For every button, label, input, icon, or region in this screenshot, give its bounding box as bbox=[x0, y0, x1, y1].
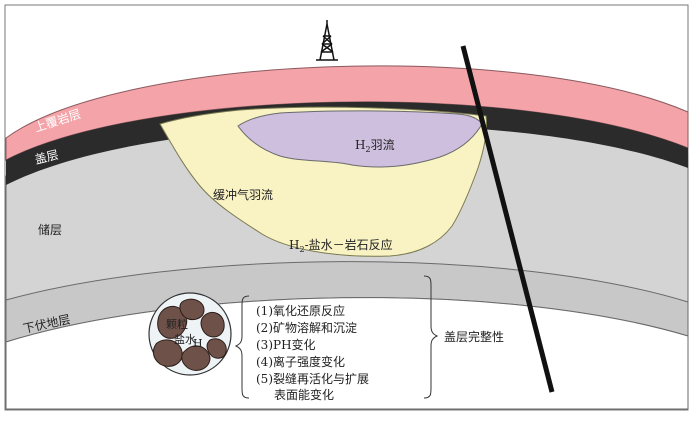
process-3: (3)PH变化 bbox=[256, 337, 316, 352]
result-label: 盖层完整性 bbox=[444, 329, 504, 344]
caprock-label: 盖层 bbox=[33, 148, 60, 167]
pore-inset: 颗粒 盐水 H bbox=[148, 292, 232, 376]
grain-3 bbox=[200, 312, 225, 338]
h2-plume bbox=[237, 110, 483, 168]
grain-6 bbox=[206, 338, 227, 359]
grain-2 bbox=[179, 298, 205, 321]
h2-inset-label: H bbox=[193, 337, 203, 350]
grain-5 bbox=[181, 345, 211, 371]
right-bracket bbox=[423, 275, 439, 399]
process-5-continuation: 表面能变化 bbox=[274, 387, 334, 402]
process-5: (5)裂缝再活化与扩展 bbox=[256, 371, 369, 386]
h2-plume-label: H2羽流 bbox=[355, 138, 395, 154]
reservoir-label: 储层 bbox=[38, 222, 62, 237]
process-1: (1)氧化还原反应 bbox=[256, 303, 345, 318]
grain-1 bbox=[157, 305, 188, 339]
fault-line bbox=[460, 45, 555, 393]
reaction-label: H2-盐水－岩石反应 bbox=[289, 237, 393, 254]
process-2: (2)矿物溶解和沉淀 bbox=[256, 320, 357, 335]
process-4: (4)离子强度变化 bbox=[256, 354, 345, 369]
brine-label: 盐水 bbox=[174, 333, 196, 346]
grain-label: 颗粒 bbox=[166, 317, 188, 331]
grain-4 bbox=[152, 339, 183, 367]
left-bracket bbox=[234, 295, 250, 399]
drilling-derrick-icon bbox=[316, 20, 338, 61]
cushion-gas-label: 缓冲气羽流 bbox=[213, 187, 273, 202]
